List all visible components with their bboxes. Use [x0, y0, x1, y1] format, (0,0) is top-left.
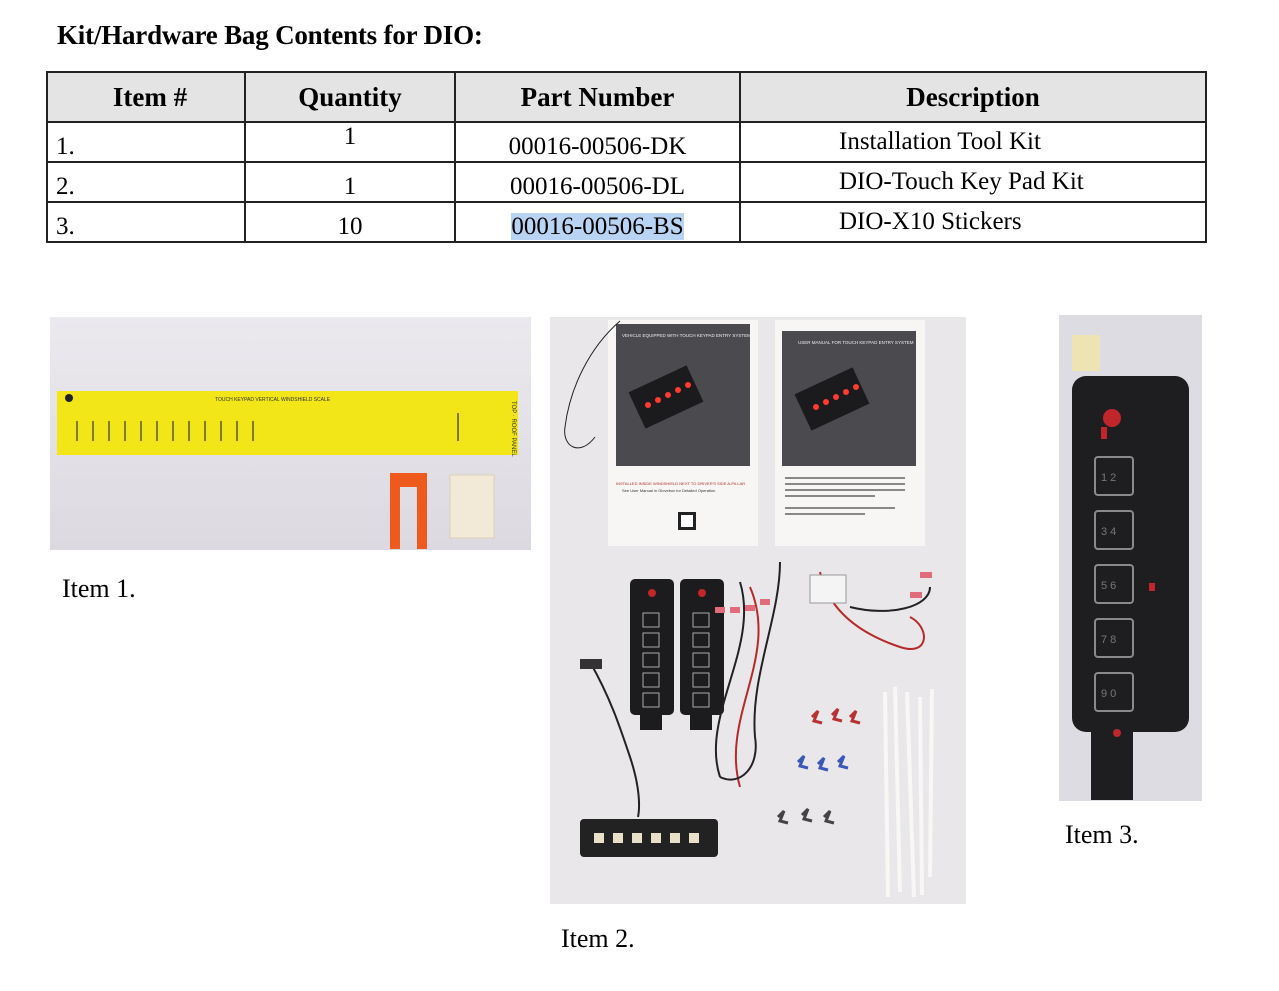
- indicator-led: [1113, 729, 1121, 737]
- key-label: 7 8: [1101, 634, 1116, 646]
- cell-description[interactable]: DIO-X10 Stickers: [739, 201, 1207, 243]
- wire-harness: [589, 561, 931, 818]
- cell-quantity[interactable]: 10: [244, 201, 456, 243]
- selected-text[interactable]: 00016-00506-BS: [511, 213, 684, 240]
- adhesive-pad: [449, 474, 495, 539]
- keypad-strip-1: [630, 579, 674, 730]
- header-item-number: Item #: [46, 71, 246, 123]
- header-description: Description: [739, 71, 1207, 123]
- key-label: 9 0: [1101, 688, 1116, 700]
- item1-caption: Item 1.: [62, 574, 136, 603]
- cell-part-number[interactable]: 00016-00506-BS: [454, 201, 741, 243]
- keypad-module: [580, 819, 718, 857]
- cell-item-number[interactable]: 3.: [46, 201, 246, 243]
- header-quantity: Quantity: [244, 71, 456, 123]
- zip-ties: [883, 686, 934, 898]
- cell-part-number[interactable]: 00016-00506-DL: [454, 161, 741, 203]
- key-label: 3 4: [1101, 526, 1116, 538]
- item3-caption: Item 3.: [1065, 820, 1139, 849]
- cell-item-number[interactable]: 2.: [46, 161, 246, 203]
- backing-tab: [1072, 335, 1100, 371]
- kit-contents-table: Item # Quantity Part Number Description …: [46, 71, 1207, 243]
- item2-caption: Item 2.: [561, 924, 635, 953]
- table-row: 3. 10 00016-00506-BS DIO-X10 Stickers: [46, 201, 1207, 243]
- sticker-keypad: [1072, 376, 1189, 732]
- windshield-scale: TOUCH KEYPAD VERTICAL WINDSHIELD SCALE T…: [57, 391, 518, 457]
- scale-label: TOUCH KEYPAD VERTICAL WINDSHIELD SCALE: [215, 397, 331, 403]
- manual-left: VEHICLE EQUIPPED WITH TOUCH KEYPAD ENTRY…: [608, 320, 758, 546]
- cell-description[interactable]: DIO-Touch Key Pad Kit: [739, 161, 1207, 203]
- cell-description[interactable]: Installation Tool Kit: [739, 121, 1207, 163]
- side-label: TOP · ROOF PANEL: [510, 401, 516, 457]
- item3-photo: 1 2 3 4 5 6 7 8 9 0: [1059, 315, 1202, 801]
- table-row: 2. 1 00016-00506-DL DIO-Touch Key Pad Ki…: [46, 161, 1207, 203]
- header-part-number: Part Number: [454, 71, 741, 123]
- manual-right-title: USER MANUAL FOR TOUCH KEYPAD ENTRY SYSTE…: [798, 340, 914, 345]
- page-title: Kit/Hardware Bag Contents for DIO:: [57, 20, 483, 50]
- spade-terminals: [715, 572, 932, 613]
- manual-right: USER MANUAL FOR TOUCH KEYPAD ENTRY SYSTE…: [775, 320, 925, 546]
- crimp-connectors: [776, 707, 861, 825]
- table-header-row: Item # Quantity Part Number Description: [46, 71, 1207, 123]
- manual-left-subtext: See User Manual in Glovebox for Detailed…: [622, 488, 715, 493]
- table-row: 1. 1 00016-00506-DK Installation Tool Ki…: [46, 121, 1207, 163]
- cell-item-number[interactable]: 1.: [46, 121, 246, 163]
- item2-photo: VEHICLE EQUIPPED WITH TOUCH KEYPAD ENTRY…: [550, 317, 966, 904]
- manual-left-text: INSTALLED INSIDE WINDSHIELD NEXT TO DRIV…: [616, 481, 745, 486]
- cell-quantity[interactable]: 1: [244, 161, 456, 203]
- manual-left-title: VEHICLE EQUIPPED WITH TOUCH KEYPAD ENTRY…: [622, 333, 751, 338]
- key-icon: [1101, 409, 1121, 439]
- item1-photo: TOUCH KEYPAD VERTICAL WINDSHIELD SCALE T…: [50, 317, 531, 550]
- key-label: 5 6: [1101, 580, 1116, 592]
- orange-tool: [390, 473, 427, 549]
- cell-quantity[interactable]: 1: [244, 121, 456, 163]
- key-label: 1 2: [1101, 472, 1116, 484]
- connector: [809, 574, 847, 604]
- cell-part-number[interactable]: 00016-00506-DK: [454, 121, 741, 163]
- keypad-strip-2: [680, 579, 724, 730]
